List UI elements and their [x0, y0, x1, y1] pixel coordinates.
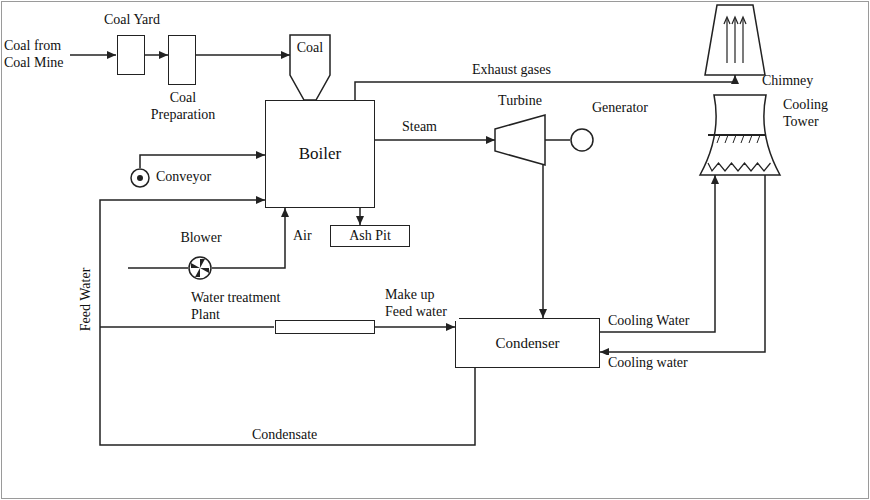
flow-label: Cooling water [606, 355, 690, 372]
water-treatment-plant: Water treatment Plant [275, 320, 375, 334]
coal-yard-box: Coal Yard [117, 35, 145, 75]
coal-bunker: Coal [290, 35, 330, 100]
cooling-tower-shape [700, 95, 780, 175]
pulley-rim [131, 169, 149, 187]
fill-packing [708, 163, 771, 171]
fan-blade [200, 259, 205, 268]
smoke-arrow-head [724, 17, 730, 24]
flow-line [359, 208, 361, 225]
generator: Generator [570, 128, 594, 152]
flow-line [600, 175, 765, 352]
coal-supply-arrow [70, 54, 116, 56]
spray-header [708, 134, 766, 136]
flow-line [140, 155, 265, 168]
flow-label: Condensate [250, 427, 319, 444]
chimney: Chimney [705, 5, 765, 75]
flow-label: Steam [400, 119, 439, 136]
node-label: Coal Preparation [143, 90, 223, 124]
flow-line [375, 326, 455, 328]
node-label: Conveyor [156, 169, 231, 186]
flow-line [100, 200, 475, 445]
fan-blade [195, 268, 200, 277]
ash-pit-box: Ash Pit [330, 225, 410, 247]
blower-casing [189, 257, 211, 279]
smoke-arrow [742, 19, 743, 63]
cooling-tower: Cooling Tower [700, 95, 780, 175]
node-label: Boiler [299, 144, 342, 164]
node-label: Generator [592, 100, 672, 117]
spray-jet [717, 135, 720, 143]
node-label: Ash Pit [349, 228, 391, 245]
flow-line [212, 208, 285, 268]
smoke-arrow [734, 19, 735, 63]
node-label: Condenser [495, 334, 559, 352]
spray-jet [733, 135, 736, 143]
flow-line [196, 54, 290, 56]
spray-jet [741, 135, 744, 143]
node-label: Coal [290, 40, 330, 57]
turbine-shape [495, 115, 545, 165]
pulley-hub [137, 175, 143, 181]
spray-jet [725, 135, 728, 143]
flow-line [545, 139, 570, 141]
node-label: Cooling Tower [783, 97, 853, 131]
flow-label: Air [291, 228, 314, 245]
node-label: Chimney [762, 73, 832, 90]
flow-line [145, 54, 168, 56]
blower-fan: Blower [188, 256, 212, 280]
smoke-arrow-head [732, 17, 738, 24]
smoke-arrow [726, 19, 727, 63]
conveyor-pulley: Conveyor [130, 168, 150, 188]
conveyor-pulley-shape [130, 168, 150, 188]
boiler-box: Boiler [265, 100, 375, 208]
node-label: Blower [166, 230, 236, 247]
coal-preparation-box: Coal Preparation [168, 35, 196, 85]
generator-shape [570, 128, 594, 152]
air-intake-line [128, 267, 188, 269]
generator-outline [571, 129, 593, 151]
smoke-arrow-head [740, 17, 746, 24]
node-label: Water treatment Plant [191, 290, 291, 324]
condenser-box: Condenser [455, 318, 600, 368]
spray-jet [749, 135, 752, 143]
node-label: Coal Yard [88, 12, 176, 29]
flow-label: Exhaust gases [470, 62, 553, 79]
flow-line [542, 165, 544, 318]
tower-shell [700, 95, 780, 175]
flow-label: Make up Feed water [383, 287, 459, 321]
blower-fan-shape [188, 256, 212, 280]
flow-line [375, 139, 495, 141]
flow-line [600, 175, 715, 332]
chimney-shape [705, 5, 765, 75]
fan-blade [191, 263, 200, 268]
feed-water-label: Feed Water [78, 259, 95, 339]
turbine-outline [495, 115, 545, 165]
flow-label: Cooling Water [606, 313, 691, 330]
chimney-outline [705, 5, 765, 75]
bunker-outline [290, 35, 330, 100]
fan-blade [200, 268, 209, 273]
node-label: Turbine [485, 93, 555, 110]
makeup-branch-line [100, 326, 274, 328]
coal-source-label: Coal from Coal Mine [4, 38, 76, 72]
turbine: Turbine [495, 115, 545, 165]
spray-jet [757, 135, 760, 143]
